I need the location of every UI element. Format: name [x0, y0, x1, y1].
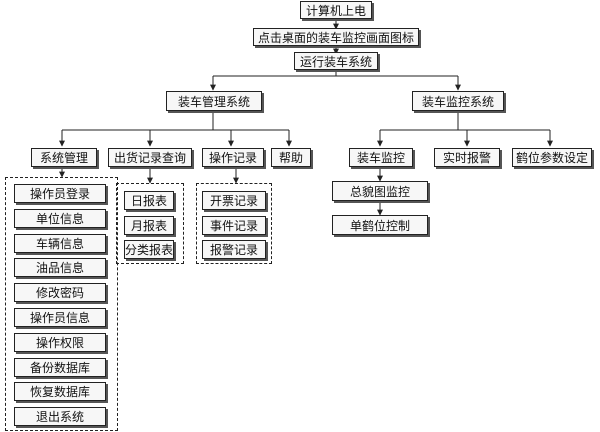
node-operation-records: 操作记录 [202, 148, 264, 167]
node-overview-monitor: 总貌图监控 [332, 181, 428, 201]
system-management-item: 修改密码 [14, 283, 106, 303]
node-crane-params: 鹤位参数设定 [512, 148, 592, 167]
system-management-item: 油品信息 [14, 258, 106, 278]
system-management-item: 车辆信息 [14, 233, 106, 253]
group-shipment-report-items [116, 183, 184, 264]
node-single-crane-control: 单鹤位控制 [332, 215, 428, 235]
system-management-item: 备份数据库 [14, 357, 106, 377]
system-management-item: 操作员登录 [14, 184, 106, 203]
shipment-report-item: 月报表 [124, 215, 174, 235]
system-management-item: 退出系统 [14, 407, 106, 427]
node-click-icon: 点击桌面的装车监控画面图标 [253, 28, 419, 46]
operation-record-item: 事件记录 [202, 215, 266, 235]
group-system-management-items [5, 177, 118, 431]
shipment-report-item: 日报表 [124, 191, 174, 210]
system-management-item: 单位信息 [14, 208, 106, 228]
node-monitor-system: 装车监控系统 [412, 91, 504, 111]
shipment-report-item: 分类报表 [124, 240, 174, 259]
node-power-on: 计算机上电 [300, 1, 372, 19]
system-management-item: 恢复数据库 [14, 382, 106, 402]
group-operation-record-items [196, 183, 272, 264]
node-help: 帮助 [271, 148, 311, 167]
node-run-system: 运行装车系统 [294, 52, 378, 70]
operation-record-item: 开票记录 [202, 191, 266, 210]
node-loading-monitor: 装车监控 [349, 148, 413, 167]
operation-record-item: 报警记录 [202, 240, 266, 259]
node-system-management: 系统管理 [31, 148, 97, 167]
node-realtime-alarm: 实时报警 [434, 148, 500, 167]
node-management-system: 装车管理系统 [166, 91, 262, 111]
system-management-item: 操作员信息 [14, 308, 106, 327]
system-management-item: 操作权限 [14, 332, 106, 352]
node-shipment-query: 出货记录查询 [108, 148, 192, 167]
